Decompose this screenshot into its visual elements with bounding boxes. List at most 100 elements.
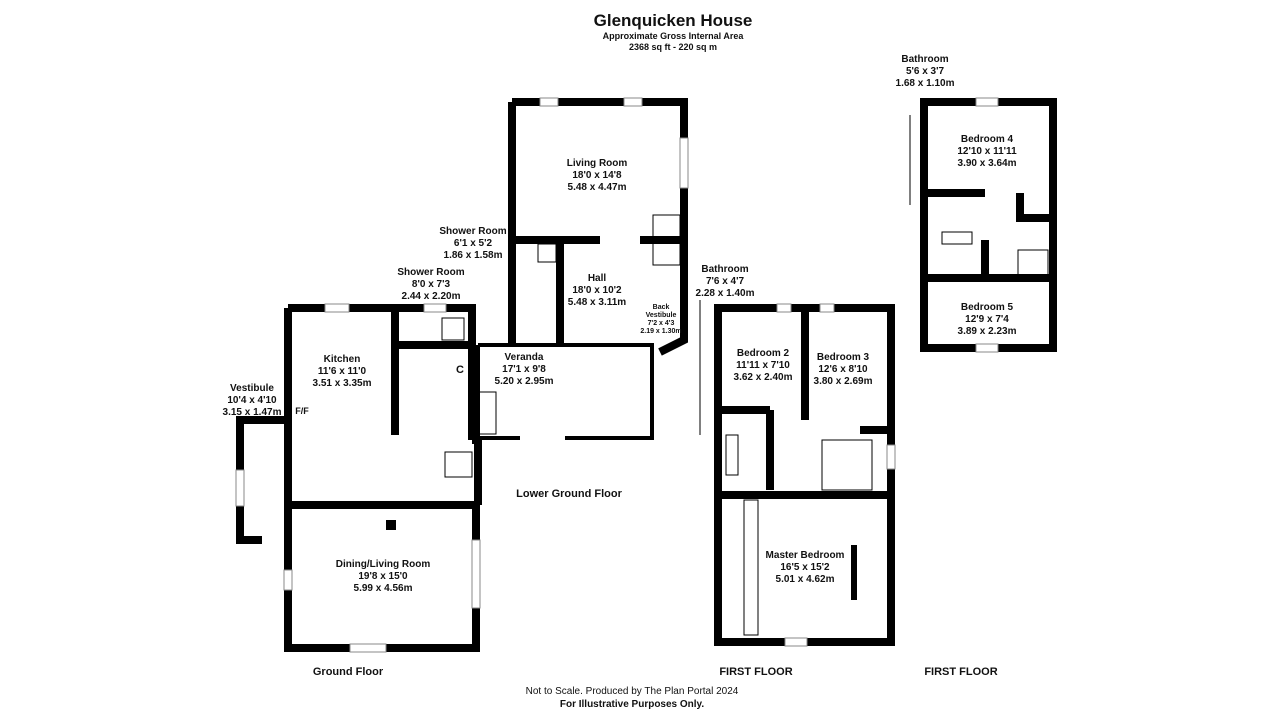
first-floor-right-walls (920, 98, 1057, 352)
room-imperial: 11'6 x 11'0 (317, 366, 367, 377)
room-metric: 5.48 x 3.11m (567, 297, 627, 308)
room-imperial: 11'11 x 7'10 (736, 360, 790, 371)
room-imperial: 7'2 x 4'3 (647, 320, 675, 327)
room-name: Dining/Living Room (335, 559, 431, 570)
stairs-icon (477, 391, 497, 435)
floor-label-first-a: FIRST FLOOR (719, 666, 793, 678)
room-name: Hall (587, 273, 607, 284)
room-name: Living Room (566, 158, 628, 169)
floor-label-lower-ground: Lower Ground Floor (516, 488, 622, 500)
room-name: Back (652, 304, 670, 311)
bath-icon (941, 231, 973, 245)
room-name: Bathroom (701, 264, 749, 275)
header-subtitle: Approximate Gross Internal Area 2368 sq … (603, 31, 744, 53)
stairs-icon (1017, 249, 1049, 276)
room-name: Bedroom 5 (960, 302, 1014, 313)
room-metric: 1.68 x 1.10m (895, 78, 955, 89)
window (679, 137, 689, 189)
bath-icon (725, 434, 739, 476)
chimney (386, 520, 396, 530)
room-metric: 3.62 x 2.40m (733, 372, 793, 383)
room-imperial: 19'8 x 15'0 (358, 571, 408, 582)
window (975, 343, 999, 353)
window (776, 303, 792, 313)
room-metric: 3.80 x 2.69m (813, 376, 873, 387)
shower-icon (537, 243, 557, 263)
subtitle: Approximate Gross Internal Area (602, 31, 744, 41)
footer-illustrative: For Illustrative Purposes Only. (559, 699, 705, 710)
room-name: Kitchen (323, 354, 361, 365)
room-name: Shower Room (397, 267, 465, 278)
window (886, 444, 896, 470)
room-metric: 2.44 x 2.20m (401, 291, 461, 302)
first-floor-mid-walls (714, 304, 895, 646)
ground-floor-walls (236, 304, 482, 652)
room-imperial: 18'0 x 14'8 (572, 170, 622, 181)
stairs-icon (444, 451, 473, 478)
room-imperial: 16'5 x 15'2 (780, 562, 830, 573)
stairs-icon (821, 439, 873, 491)
window (623, 97, 643, 107)
room-metric: 5.99 x 4.56m (353, 583, 413, 594)
lower-ground-walls (508, 98, 688, 356)
room-metric: 3.89 x 2.23m (957, 326, 1017, 337)
room-imperial: 10'4 x 4'10 (227, 395, 277, 406)
shower-icon (441, 317, 465, 341)
gross-area: 2368 sq ft - 220 sq m (628, 42, 718, 52)
window (975, 97, 999, 107)
window (423, 303, 447, 313)
room-name: Bathroom (901, 54, 949, 65)
room-imperial: 6'1 x 5'2 (453, 238, 493, 249)
room-metric: 1.86 x 1.58m (443, 250, 503, 261)
room-name: Veranda (504, 352, 544, 363)
room-imperial: 5'6 x 3'7 (905, 66, 945, 77)
window (539, 97, 559, 107)
room-metric: 3.90 x 3.64m (957, 158, 1017, 169)
room-imperial: 17'1 x 9'8 (502, 364, 546, 375)
floor-label-first-b: FIRST FLOOR (924, 666, 998, 678)
room-metric: 2.19 x 1.30m (640, 328, 682, 335)
room-metric: 3.15 x 1.47m (222, 407, 282, 418)
window (235, 469, 245, 507)
room-imperial: 12'6 x 8'10 (818, 364, 868, 375)
footer-note: Not to Scale. Produced by The Plan Porta… (525, 686, 739, 697)
room-imperial: 8'0 x 7'3 (411, 279, 451, 290)
room-metric: 3.51 x 3.35m (312, 378, 372, 389)
window (819, 303, 835, 313)
room-name: Bedroom 3 (816, 352, 870, 363)
room-imperial: 7'6 x 4'7 (705, 276, 745, 287)
stairs-icon (652, 214, 681, 266)
window (324, 303, 350, 313)
window (784, 637, 808, 647)
room-metric: 2.28 x 1.40m (695, 288, 755, 299)
room-metric: 5.20 x 2.95m (494, 376, 554, 387)
window (283, 569, 293, 591)
window (349, 643, 387, 653)
room-metric: 5.48 x 4.47m (567, 182, 627, 193)
room-name: Bedroom 4 (960, 134, 1014, 145)
room-name: Vestibule (230, 383, 274, 394)
room-name: Master Bedroom (765, 550, 845, 561)
room-name: Vestibule (645, 312, 677, 319)
room-imperial: 12'10 x 11'11 (957, 146, 1017, 157)
room-name: Bedroom 2 (736, 348, 790, 359)
page-title: Glenquicken House (593, 11, 753, 30)
cupboard-mark: C (456, 364, 464, 376)
room-metric: 5.01 x 4.62m (775, 574, 835, 585)
